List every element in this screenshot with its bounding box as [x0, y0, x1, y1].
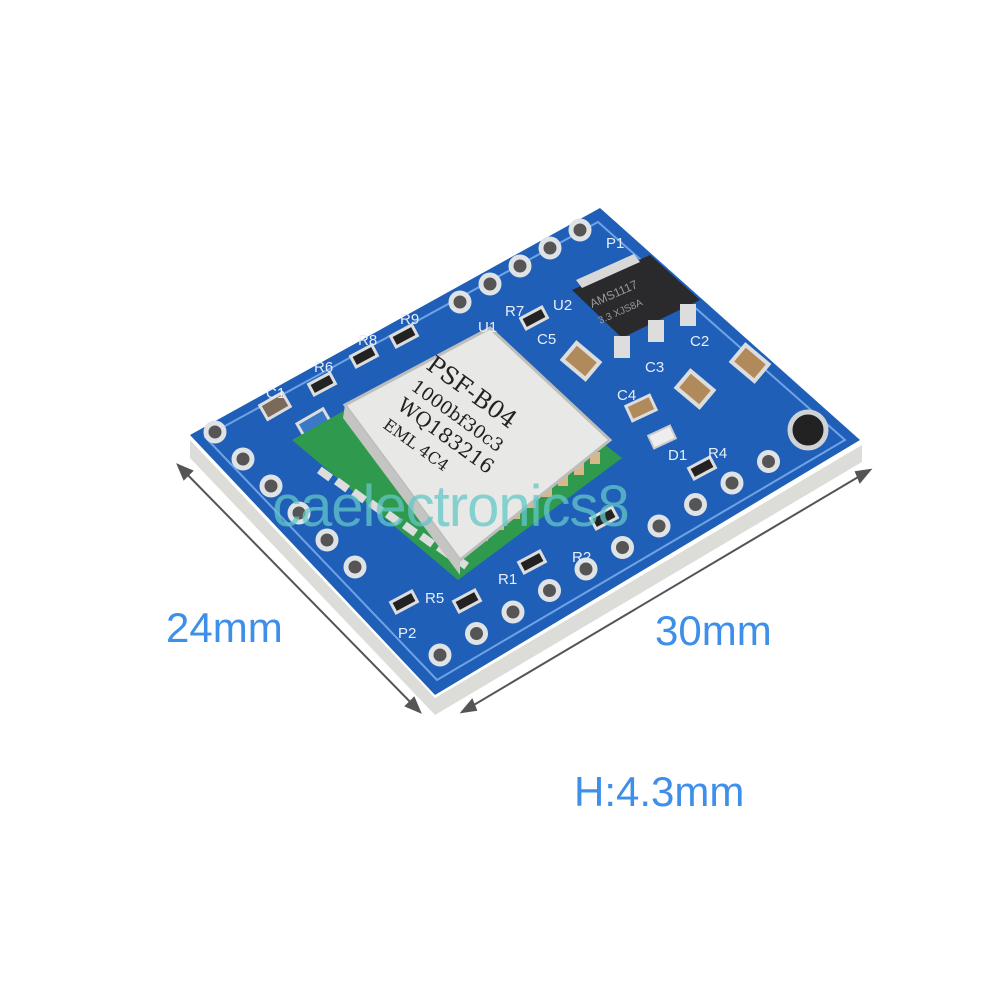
- height-dimension-label: H:4.3mm: [574, 768, 745, 815]
- pin-pad-bottom: [465, 622, 488, 645]
- capacitor-c4: [623, 393, 659, 423]
- castellated-pad: [574, 463, 584, 475]
- resistor-r3: [388, 589, 420, 615]
- castellated-pad: [384, 510, 402, 526]
- pin-pad-top: [508, 254, 532, 278]
- resistor-r1: [516, 549, 548, 575]
- pin-pad-bottom: [684, 493, 707, 516]
- pin-pad-top: [448, 290, 472, 314]
- regulator-leg: [680, 304, 696, 326]
- pin-pad-bottom: [574, 557, 598, 581]
- pin-pad-left: [343, 555, 367, 579]
- pin-pad-bottom: [757, 450, 780, 473]
- castellated-pad: [418, 532, 436, 548]
- pin-pad-top: [568, 218, 592, 242]
- watermark: caelectronics8: [272, 474, 630, 539]
- resistor-r7: [518, 305, 550, 331]
- regulator-leg: [614, 336, 630, 358]
- capacitor-c2: [728, 342, 772, 384]
- led-d1: [646, 424, 678, 450]
- label-c5: C5: [537, 331, 556, 348]
- mounting-hole: [787, 409, 829, 451]
- label-r4: R4: [708, 445, 727, 462]
- pin-pad-left: [315, 528, 339, 552]
- label-r7: R7: [505, 303, 524, 320]
- resistor-r8: [348, 343, 380, 369]
- label-c2: C2: [690, 333, 709, 350]
- pin-pad-bottom: [501, 600, 525, 624]
- capacitor-c5: [559, 340, 603, 382]
- label-r9: R9: [400, 311, 419, 328]
- pin-pad-bottom: [720, 471, 744, 495]
- length-arrow-line: [461, 469, 871, 713]
- resistor-r2: [588, 505, 620, 531]
- pin-pad-top: [478, 272, 502, 296]
- dimension-arrows: [176, 463, 873, 714]
- pin-pad-bottom: [647, 514, 671, 538]
- board-edge: [190, 440, 862, 715]
- pin-pad-bottom: [428, 643, 452, 667]
- castellated-pad: [558, 474, 568, 486]
- resistor-r6: [306, 371, 338, 397]
- pin-pad-top: [538, 236, 562, 260]
- castellated-pad: [350, 488, 368, 504]
- castellated-pad: [401, 521, 419, 537]
- length-dimension-label: 30mm: [655, 607, 772, 654]
- pin-pad-left: [203, 420, 227, 444]
- resistor-r4: [686, 455, 718, 481]
- castellated-pad: [333, 477, 351, 493]
- pin-pad-left: [259, 474, 283, 498]
- castellated-pad: [590, 452, 600, 464]
- label-p1: P1: [606, 235, 624, 252]
- silkscreen-labels: P1 P2 U1 U2 C1 C2 C3 C4 C5 R1 R2 R4 R5 R…: [266, 235, 727, 642]
- pin-headers: [203, 218, 780, 667]
- width-dimension-label: 24mm: [166, 604, 283, 651]
- label-r5: R5: [425, 590, 444, 607]
- regulator-tab: [576, 254, 640, 288]
- pin-pad-bottom: [611, 536, 634, 559]
- label-r1: R1: [498, 571, 517, 588]
- pin-pad-bottom: [538, 579, 561, 602]
- label-u1: U1: [478, 319, 497, 336]
- pin-pad-left: [287, 501, 311, 525]
- resistors: [306, 305, 718, 615]
- capacitor-c3: [673, 368, 717, 410]
- label-p2: P2: [398, 625, 416, 642]
- label-r6: R6: [314, 359, 333, 376]
- rf-shield-side: [343, 405, 460, 575]
- label-r8: R8: [358, 332, 377, 349]
- arrow-head: [404, 696, 422, 714]
- label-c4: C4: [617, 387, 636, 404]
- arrow-head: [854, 468, 873, 484]
- label-d1: D1: [668, 447, 687, 464]
- width-arrow-line: [177, 464, 421, 713]
- resistor-r5: [451, 588, 483, 614]
- castellated-pad: [316, 466, 334, 482]
- pin-pad-left: [231, 447, 255, 471]
- capacitor-c1: [257, 390, 293, 422]
- label-r2: R2: [572, 549, 591, 566]
- castellated-pad: [367, 499, 385, 515]
- resistor-r9: [388, 323, 420, 349]
- label-c1: C1: [266, 385, 285, 402]
- label-c3: C3: [645, 359, 664, 376]
- label-u2: U2: [553, 297, 572, 314]
- regulator-leg: [648, 320, 664, 342]
- arrow-head: [176, 463, 194, 481]
- arrow-head: [459, 698, 478, 714]
